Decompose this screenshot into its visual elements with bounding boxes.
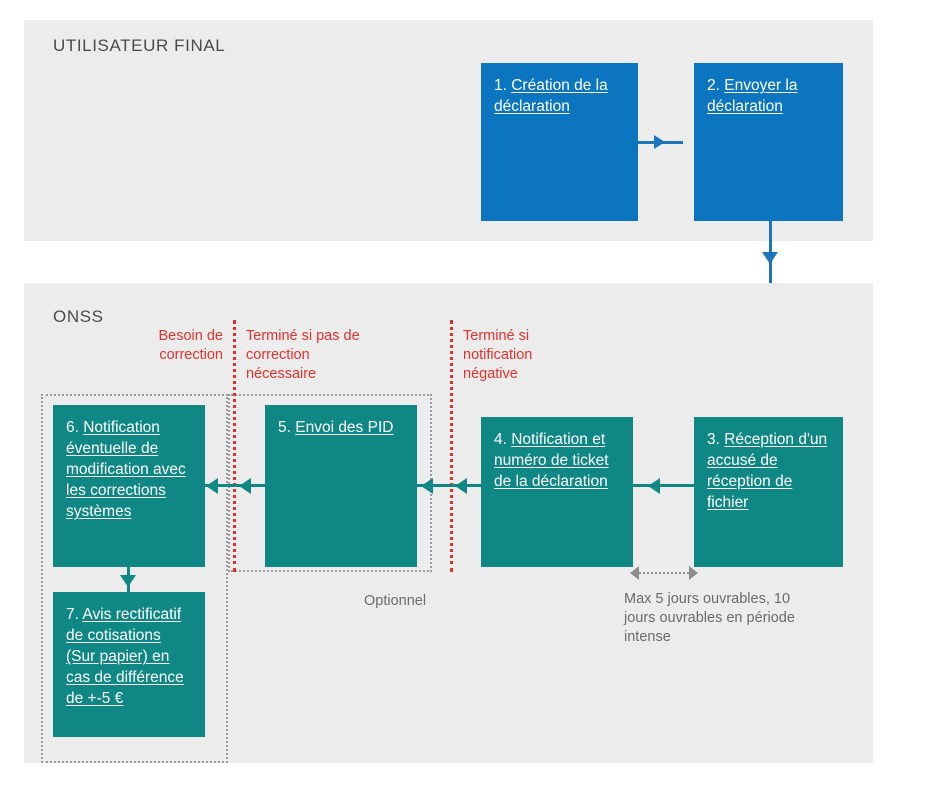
connector-2-to-3-arrowhead [762,252,778,264]
step-box-1[interactable]: 1. Création de la déclaration [481,63,638,221]
lane-title-utilisateur-final: UTILISATEUR FINAL [53,36,226,55]
red-note-termine-si-pas-de-correction: Terminé si pas de correction nécessaire [246,328,360,382]
step-7-number: 7. [66,606,83,623]
connector-6-to-7-arrowhead [120,575,136,587]
step-6-number: 6. [66,419,84,436]
gray-note-delai: Max 5 jours ouvrables, 10 jours ouvrable… [624,591,795,645]
connector-1-to-2-arrowhead [654,135,665,149]
step-box-7[interactable]: 7. Avis rectificatif de cotisations (Sur… [53,592,205,737]
connector-5-to-6-arrowhead-outer [239,478,251,494]
step-7-label: Avis rectificatif de cotisations (Sur pa… [66,606,184,707]
red-note-besoin-de-correction: Besoin de correction [158,328,224,363]
duration-measure-arrow [630,566,698,580]
connector-4-to-5-line [417,484,481,487]
connector-4-to-5-arrowhead-inner [421,478,433,494]
connector-3-to-4-arrowhead [648,478,660,494]
red-divider-notification [450,320,453,572]
step-1-label: Création de la déclaration [494,77,608,115]
connector-3-to-4-line [633,484,694,487]
connector-5-to-6-arrowhead-inner [206,478,218,494]
step-5-number: 5. [278,419,296,436]
gray-note-optionnel: Optionnel [364,593,427,609]
step-4-number: 4. [494,431,512,448]
step-1-number: 1. [494,77,512,94]
step-3-number: 3. [707,431,725,448]
dotted-region-left [41,394,228,763]
measure-line [639,572,689,574]
step-box-2[interactable]: 2. Envoyer la déclaration [694,63,843,221]
step-box-3[interactable]: 3. Réception d'un accusé de réception de… [694,417,843,567]
step-box-4[interactable]: 4. Notification et numéro de ticket de l… [481,417,633,567]
red-note-termine-si-notification-negative: Terminé si notification négative [463,328,533,382]
step-6-label: Notification éventuelle de modification … [66,419,186,520]
measure-arrowhead-right [689,566,698,580]
connector-5-to-6-line [205,484,265,487]
step-2-number: 2. [707,77,725,94]
red-divider-correction [233,320,236,572]
lane-title-onss: ONSS [53,307,104,326]
step-3-label: Réception d'un accusé de réception de fi… [707,431,828,511]
measure-arrowhead-left [630,566,639,580]
connector-4-to-5-arrowhead-outer [455,478,467,494]
step-box-6[interactable]: 6. Notification éventuelle de modificati… [53,405,205,567]
step-4-label: Notification et numéro de ticket de la d… [494,431,609,490]
step-2-label: Envoyer la déclaration [707,77,798,115]
step-5-label: Envoi des PID [295,419,394,436]
step-box-5[interactable]: 5. Envoi des PID [265,405,417,567]
